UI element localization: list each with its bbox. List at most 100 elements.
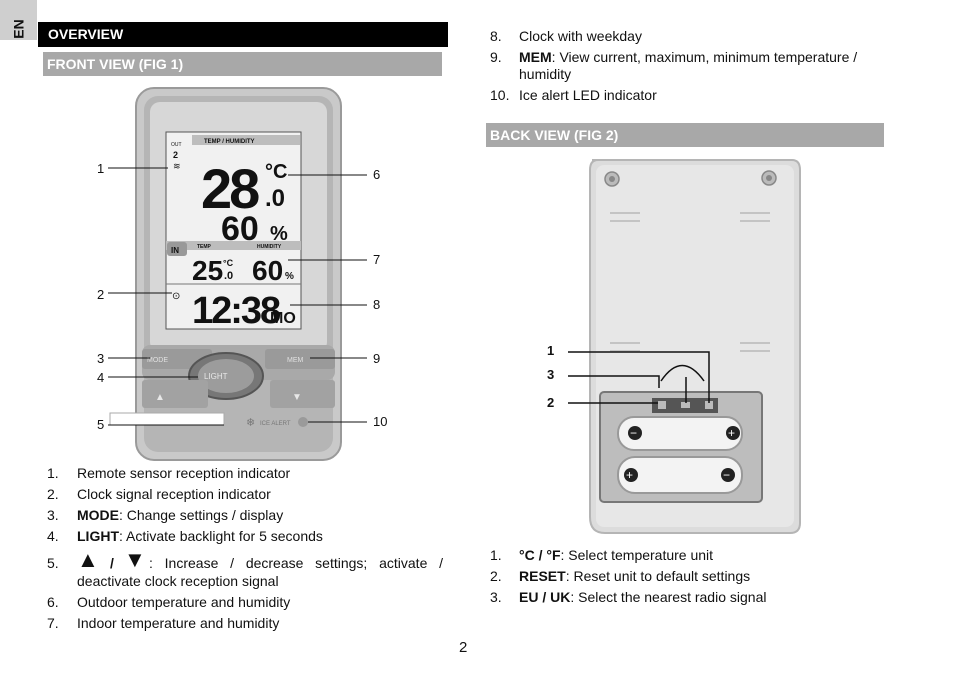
remote-sensor-icon: ≋: [173, 161, 181, 171]
back-callout-1: 1: [547, 343, 555, 358]
lcd-outdoor-temp: 28: [201, 157, 259, 220]
page-number: 2: [459, 639, 468, 656]
list-item-text: Outdoor temperature and humidity: [77, 594, 291, 610]
list-item-text: RESET: Reset unit to default settings: [519, 566, 750, 587]
arrow-separator: /: [110, 555, 114, 571]
temp-unit-term: °C / °F: [519, 547, 561, 563]
list-item-text: Clock signal reception indicator: [77, 486, 271, 502]
callout-5: 5: [97, 417, 105, 432]
callout-10: 10: [373, 414, 388, 429]
mem-description: : View current, maximum, minimum tempera…: [551, 49, 858, 65]
eu-uk-description: : Select the nearest radio signal: [570, 589, 767, 605]
lcd-in-label: IN: [171, 246, 179, 255]
down-arrow-icon: ▼: [292, 392, 302, 403]
svg-text:+: +: [728, 426, 735, 440]
reset-description: : Reset unit to default settings: [565, 568, 751, 584]
lcd-indoor-decimal: .0: [224, 270, 233, 282]
ice-alert-label: ICE ALERT: [260, 421, 291, 427]
mode-term: MODE: [77, 507, 119, 523]
list-item-text: MODE: Change settings / display: [77, 505, 283, 526]
list-item-text: Clock with weekday: [519, 28, 642, 44]
list-item-text: °C / °F: Select temperature unit: [519, 545, 713, 566]
arrow-description-line1: : Increase / decrease settings; activate…: [149, 555, 444, 571]
lcd-channel: 2: [173, 150, 178, 160]
language-tab: EN: [0, 0, 37, 40]
lcd-indoor-humidity: 60: [252, 255, 283, 286]
light-term: LIGHT: [77, 528, 119, 544]
down-triangle-icon: ▼: [124, 547, 146, 572]
lcd-outdoor-decimal: .0: [265, 185, 285, 212]
list-item-number: 6.: [47, 594, 59, 610]
list-item-number: 9.: [490, 49, 502, 65]
mem-description-line2: humidity: [519, 66, 572, 82]
callout-3: 3: [97, 351, 105, 366]
list-item-number: 7.: [47, 615, 59, 631]
down-button[interactable]: [270, 380, 335, 408]
list-item-number: 2.: [47, 486, 59, 502]
callout-6: 6: [373, 167, 381, 182]
mode-button-label: MODE: [147, 357, 168, 364]
callout-8: 8: [373, 297, 381, 312]
callout-9: 9: [373, 351, 381, 366]
lcd-indoor-temp-header: TEMP: [197, 244, 212, 250]
lcd-time: 12:38: [192, 290, 280, 332]
up-triangle-icon: ▲: [77, 547, 99, 572]
eu-uk-term: EU / UK: [519, 589, 571, 605]
callout-4: 4: [97, 370, 105, 385]
callout-2: 2: [97, 287, 105, 302]
temp-unit-description: : Select temperature unit: [560, 547, 714, 563]
lcd-outdoor-unit: °C: [265, 161, 287, 183]
up-button[interactable]: [142, 380, 208, 408]
list-item-number: 10.: [490, 87, 510, 103]
list-item-text: Remote sensor reception indicator: [77, 465, 291, 481]
clock-signal-icon: ⊙: [172, 291, 180, 302]
up-arrow-icon: ▲: [155, 392, 165, 403]
list-item-text: EU / UK: Select the nearest radio signal: [519, 587, 766, 608]
svg-text:−: −: [630, 426, 637, 440]
light-button[interactable]: [198, 359, 254, 393]
list-item-number: 8.: [490, 28, 502, 44]
light-description: : Activate backlight for 5 seconds: [119, 528, 323, 544]
list-item-number: 1.: [490, 547, 502, 563]
lcd-indoor-hum-unit: %: [285, 271, 294, 282]
list-item-text: Indoor temperature and humidity: [77, 615, 280, 631]
language-tab-label: EN: [10, 19, 27, 39]
list-item-number: 2.: [490, 568, 502, 584]
callout-1: 1: [97, 161, 105, 176]
front-view-figure: TEMP / HUMIDITY OUT 2 ≋ 28 °C .0 60 % IN…: [108, 87, 367, 461]
light-button-label: LIGHT: [204, 372, 228, 381]
lcd-out-label: OUT: [171, 142, 182, 148]
list-item-number: 3.: [490, 589, 502, 605]
arrow-description-line2: deactivate clock reception signal: [77, 573, 279, 589]
callout-7: 7: [373, 252, 381, 267]
svg-text:+: +: [626, 468, 633, 482]
front-view-heading: FRONT VIEW (FIG 1): [43, 52, 442, 76]
list-item-text: Ice alert LED indicator: [519, 87, 657, 103]
overview-heading: OVERVIEW: [38, 22, 448, 47]
list-item-text: LIGHT: Activate backlight for 5 seconds: [77, 526, 323, 547]
lcd-indoor-unit: °C: [223, 258, 234, 268]
lcd-humidity-unit: %: [270, 223, 288, 245]
mem-button[interactable]: [265, 349, 335, 369]
battery-top: [617, 416, 743, 451]
eu-uk-switch[interactable]: [705, 401, 713, 409]
battery-bottom: [617, 456, 743, 494]
svg-text:−: −: [723, 468, 730, 482]
lcd-weekday: MO: [270, 310, 296, 327]
temp-unit-switch[interactable]: [658, 401, 666, 409]
mem-term: MEM: [519, 49, 552, 65]
lcd-outdoor-header: TEMP / HUMIDITY: [204, 139, 255, 145]
lcd-indoor-hum-header: HUMIDITY: [257, 244, 282, 250]
reset-term: RESET: [519, 568, 566, 584]
back-callout-2: 2: [547, 395, 555, 410]
list-item-number: 3.: [47, 507, 59, 523]
back-view-figure: − + + −: [568, 159, 801, 534]
list-item-number: 4.: [47, 528, 59, 544]
back-view-heading: BACK VIEW (FIG 2): [486, 123, 884, 147]
mode-description: : Change settings / display: [119, 507, 284, 523]
lcd-indoor-temp: 25: [192, 255, 223, 286]
list-item-text: MEM: View current, maximum, minimum temp…: [519, 47, 857, 68]
list-item-number: 1.: [47, 465, 59, 481]
snowflake-icon: ❄: [246, 417, 255, 429]
reset-button[interactable]: [681, 402, 690, 408]
